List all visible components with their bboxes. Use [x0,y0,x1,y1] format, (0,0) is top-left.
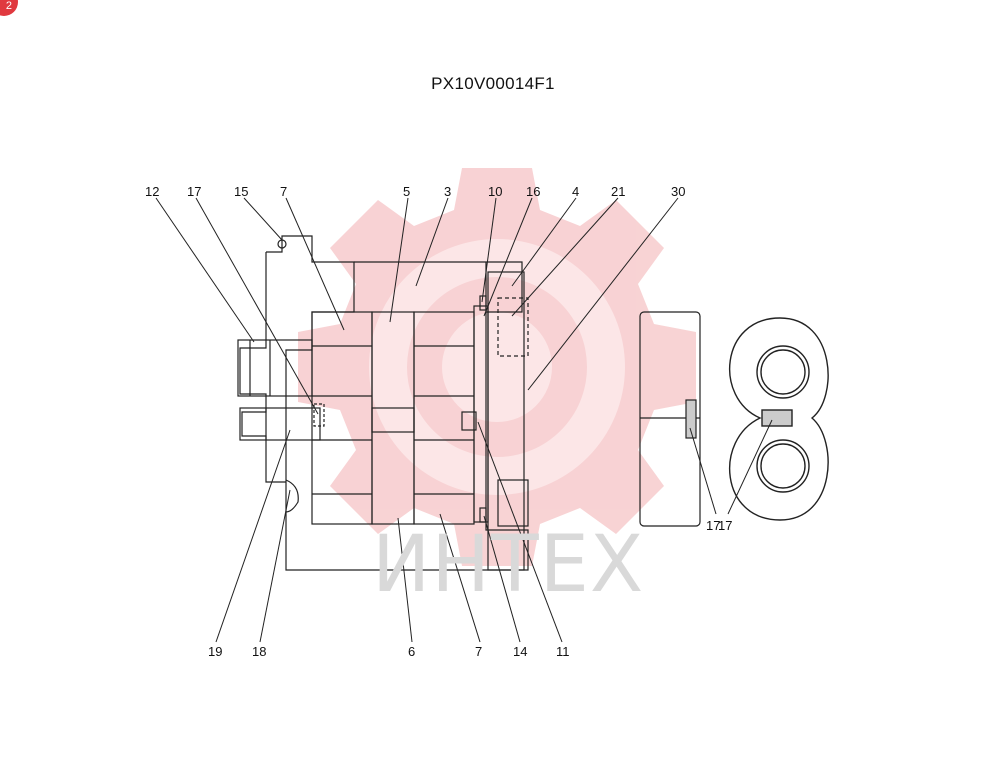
callout-5: 5 [403,184,410,199]
callout-4: 4 [572,184,579,199]
callout-12: 12 [145,184,159,199]
callout-6: 6 [408,644,415,659]
callout-7-top: 7 [280,184,287,199]
callout-19: 19 [208,644,222,659]
callout-17-top: 17 [187,184,201,199]
callout-7-bottom: 7 [475,644,482,659]
callout-16: 16 [526,184,540,199]
callout-17-side-b: 17 [718,518,732,533]
pump-body [237,235,529,571]
side-section-view [639,311,701,527]
watermark-gear [298,168,696,566]
callout-10: 10 [488,184,502,199]
callout-11: 11 [556,644,570,659]
page-badge: 2 [0,0,18,16]
callout-21: 21 [611,184,625,199]
callout-17-side-a: 17 [706,518,720,533]
gear-end-view [728,317,829,521]
callout-30: 30 [671,184,685,199]
callout-14: 14 [513,644,527,659]
callouts: 12 17 15 7 5 3 10 16 4 21 30 19 18 6 7 1… [145,184,732,659]
callout-15: 15 [234,184,248,199]
callout-3: 3 [444,184,451,199]
drawing-title: PX10V00014F1 [431,74,555,93]
leader-lines [155,197,773,643]
watermark-text: ИНТЕХ [372,520,645,610]
callout-18: 18 [252,644,266,659]
